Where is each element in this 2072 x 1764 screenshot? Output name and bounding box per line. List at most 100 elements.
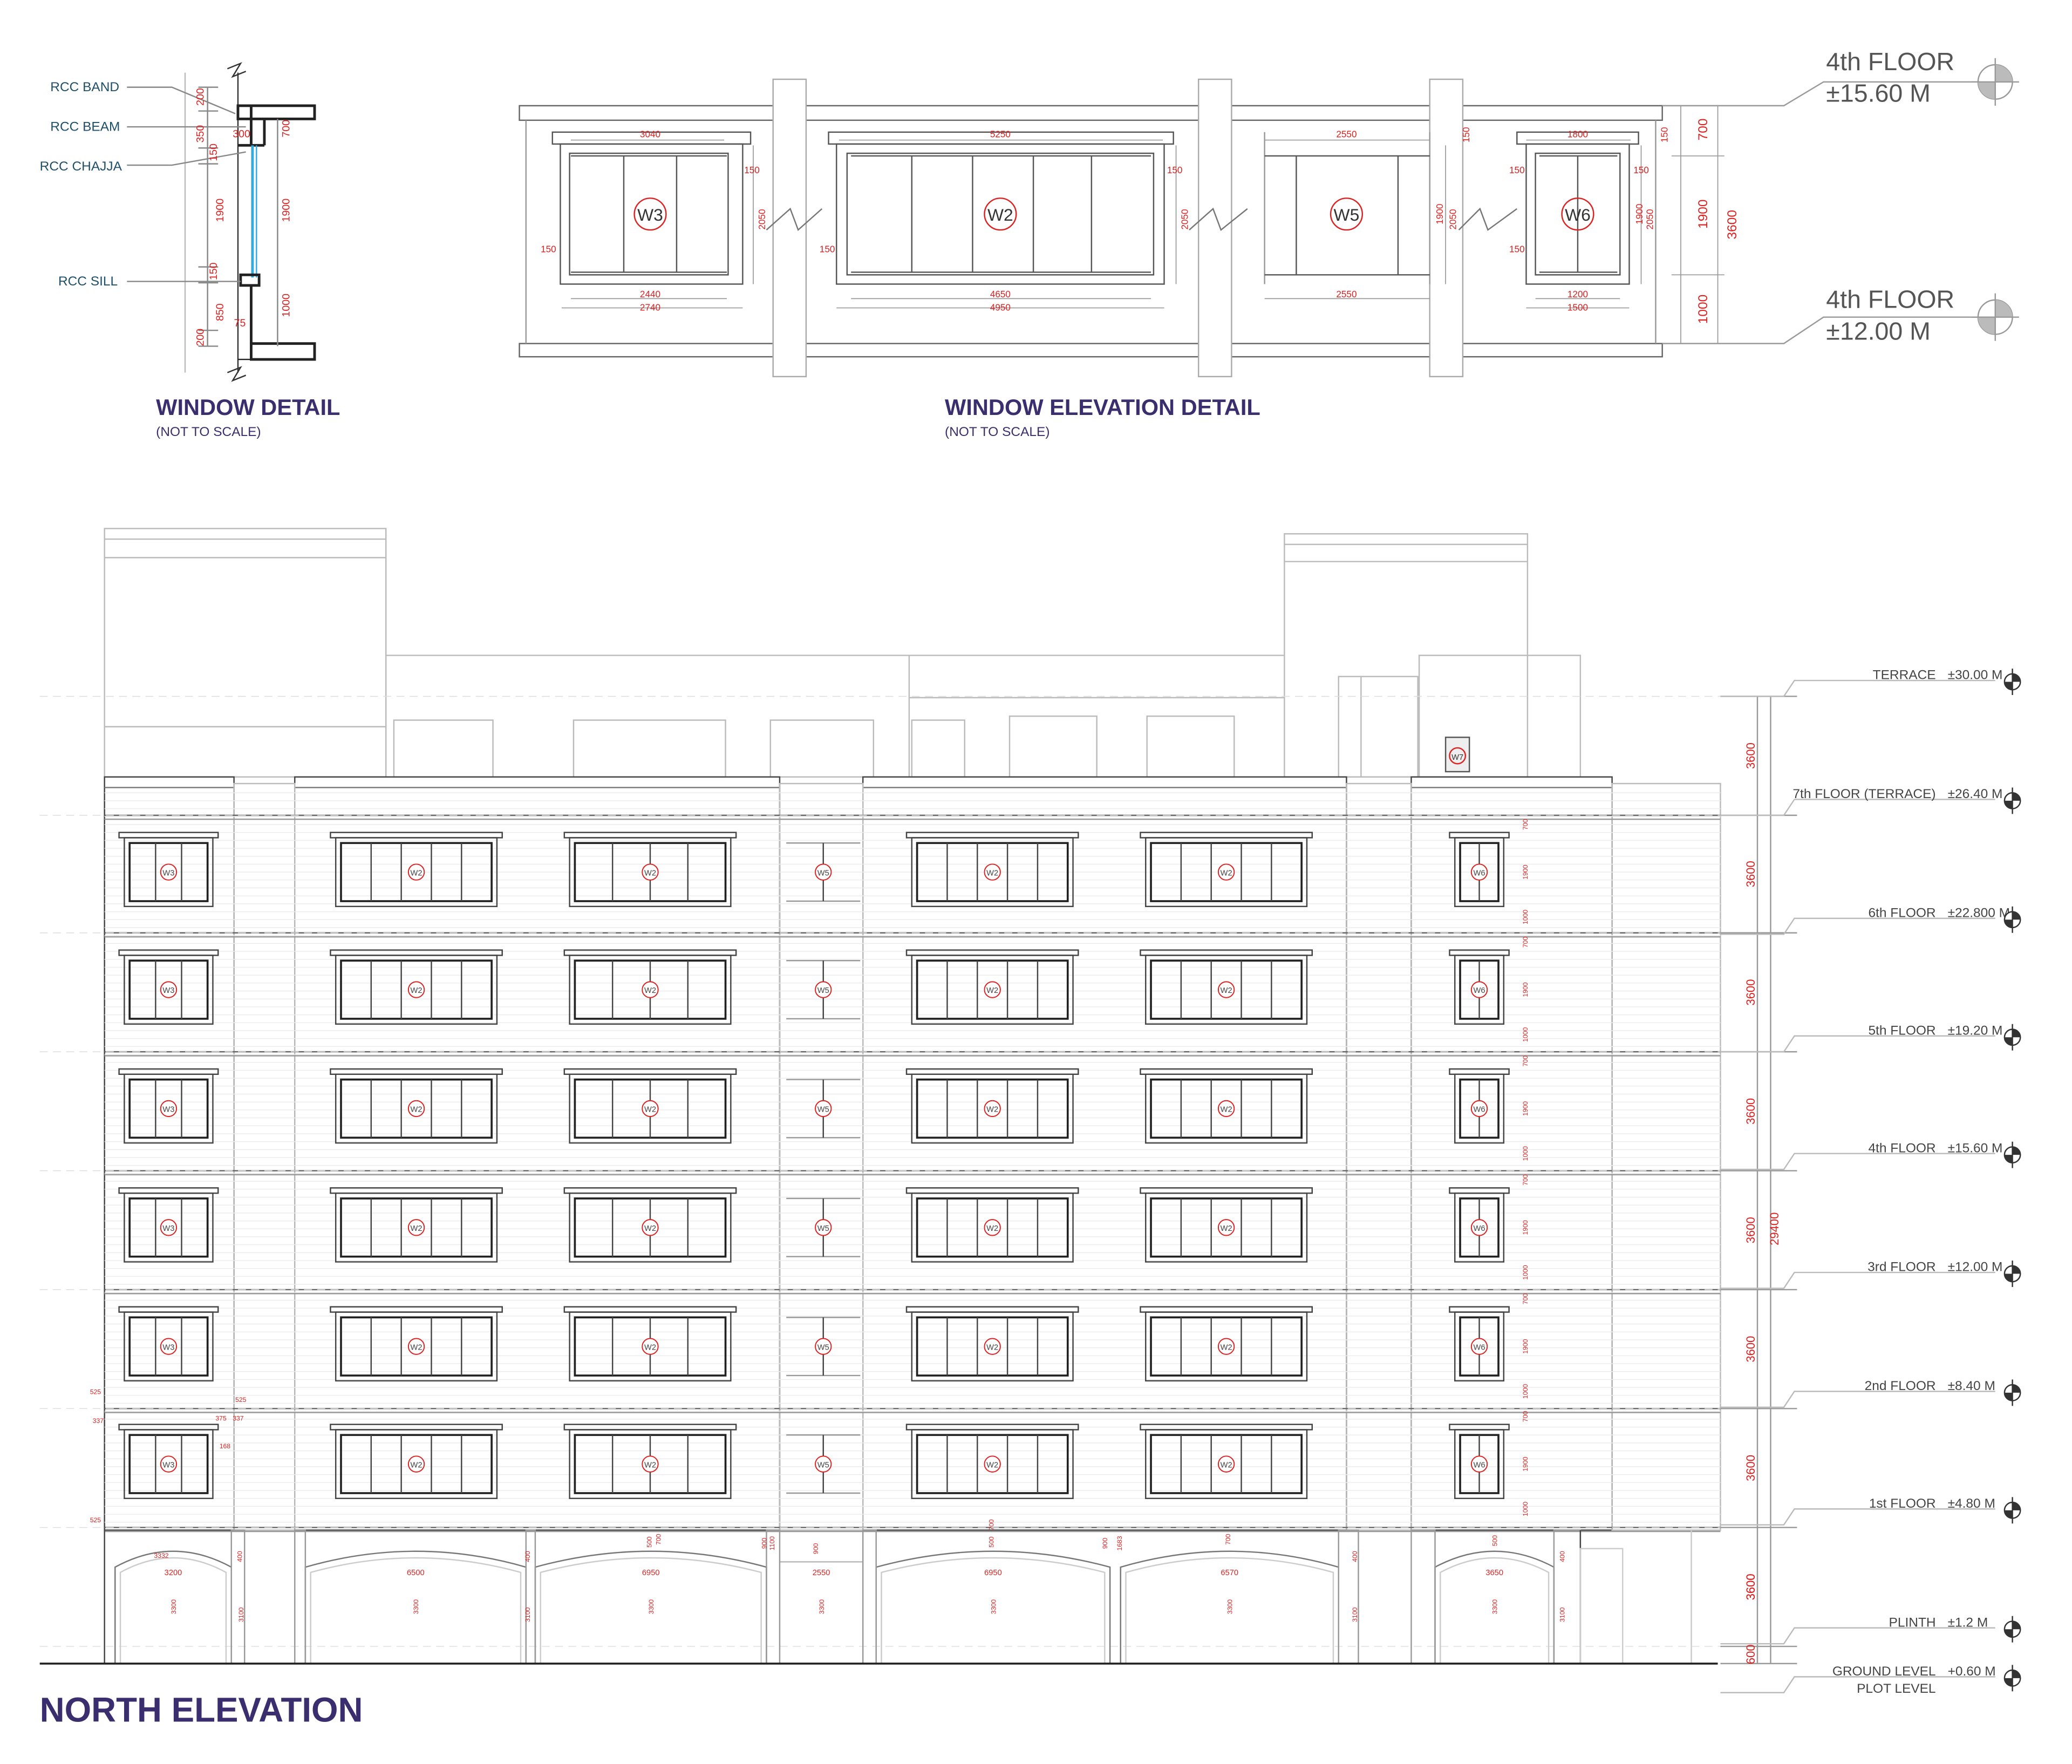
dim-label: 3100 bbox=[524, 1607, 531, 1622]
window-unit: W2 bbox=[330, 832, 503, 908]
level-label: TERRACE±30.00 M bbox=[1720, 668, 2021, 697]
window-tag: W2 bbox=[986, 1224, 998, 1233]
dim-label: 2050 bbox=[1180, 209, 1190, 229]
window-tag: W2 bbox=[1221, 986, 1232, 995]
dim-label: 1900 bbox=[1522, 1456, 1529, 1471]
label-rcc-band: RCC BAND bbox=[50, 80, 119, 94]
dim-label: 150 bbox=[1659, 127, 1669, 142]
level-label: 6th FLOOR ±22.800 M bbox=[1720, 905, 2021, 935]
dim-label: 3300 bbox=[1491, 1599, 1499, 1614]
window-tag-circle bbox=[815, 981, 832, 998]
dim-label: 700 bbox=[655, 1534, 663, 1545]
dim-label: 1000 bbox=[1522, 1384, 1529, 1399]
window-tag: W3 bbox=[162, 1106, 174, 1114]
level-value: ±15.60 M bbox=[1826, 79, 1931, 107]
window-tag: W2 bbox=[1221, 869, 1232, 877]
window-unit: W2 bbox=[330, 1068, 503, 1144]
window-tag-circle bbox=[984, 863, 1001, 881]
dim-label: 2050 bbox=[1645, 209, 1655, 229]
window-tag: W6 bbox=[1474, 986, 1485, 995]
dim-label: 2550 bbox=[1336, 129, 1357, 140]
window-tag: W2 bbox=[644, 1343, 656, 1352]
dim-label: 3332 bbox=[154, 1552, 168, 1559]
window-tag: W3 bbox=[162, 986, 174, 995]
dim-label: 500 bbox=[988, 1536, 996, 1548]
window-tag-circle bbox=[160, 863, 178, 881]
window-tag: W2 bbox=[411, 1224, 422, 1233]
level-value: ±12.00 M bbox=[1948, 1260, 2003, 1275]
window-tag: W6 bbox=[1474, 869, 1485, 877]
dim-label: 6950 bbox=[642, 1569, 660, 1577]
dim-label: 3600 bbox=[1744, 1574, 1757, 1600]
dim-label: 700 bbox=[1696, 119, 1710, 141]
dim-label: 850 bbox=[214, 303, 226, 321]
window-unit: W2 bbox=[563, 1187, 737, 1263]
dim-label: 3100 bbox=[237, 1607, 245, 1622]
rooftop-structures bbox=[104, 528, 1582, 778]
window-unit: W2 bbox=[563, 1306, 737, 1382]
level-label: 7th FLOOR (TERRACE)±26.40 M bbox=[1720, 787, 2021, 816]
window-unit: W2 bbox=[563, 949, 737, 1025]
window-tag: W2 bbox=[644, 869, 656, 877]
window-tag-circle bbox=[1217, 981, 1235, 998]
ground-column bbox=[294, 1529, 306, 1665]
window-tag-circle bbox=[984, 1455, 1001, 1473]
level-datum-icon bbox=[2003, 669, 2021, 696]
dim-label: 3600 bbox=[1744, 1574, 1757, 1600]
window-tag-circle bbox=[642, 1219, 659, 1236]
dim-label: 2740 bbox=[640, 302, 660, 312]
window-tag: W2 bbox=[411, 1461, 422, 1469]
ground-column bbox=[525, 1529, 536, 1665]
ground-column bbox=[230, 1529, 246, 1665]
level-label: 3rd FLOOR±12.00 M bbox=[1720, 1260, 2021, 1289]
window-tag-circle bbox=[160, 1455, 178, 1473]
window-unit: W3 bbox=[118, 832, 219, 908]
window-tag-circle bbox=[1217, 863, 1235, 881]
dim-label: 337 bbox=[233, 1414, 244, 1422]
level-value: ±22.800 M bbox=[1948, 905, 2010, 920]
level-datum-icon bbox=[2003, 1616, 2021, 1643]
level-name: PLINTH bbox=[1889, 1615, 1936, 1630]
window-tag-circle bbox=[1217, 1100, 1235, 1118]
window-unit: W3 bbox=[118, 1306, 219, 1382]
level-name: 1st FLOOR bbox=[1869, 1496, 1936, 1511]
dim-label: 3100 bbox=[1558, 1607, 1566, 1622]
dim-label: 525 bbox=[235, 1396, 247, 1404]
window-tag: W2 bbox=[986, 869, 998, 877]
window-tag: W5 bbox=[817, 1224, 829, 1233]
window-tag: W2 bbox=[644, 1461, 656, 1469]
level-datum-icon bbox=[1971, 293, 2019, 341]
window-unit: W5 bbox=[786, 1197, 861, 1257]
dim-label: 3600 bbox=[1744, 743, 1757, 769]
window-tag-circle bbox=[407, 863, 425, 881]
level-value: ±15.60 M bbox=[1948, 1141, 2003, 1155]
level-label: 5th FLOOR±19.20 M bbox=[1720, 1023, 2021, 1053]
dim-label: 700 bbox=[1522, 1055, 1529, 1067]
window-tag-circle bbox=[642, 1455, 659, 1473]
level-name: 4th FLOOR bbox=[1826, 47, 1954, 76]
window-tag-circle bbox=[407, 1338, 425, 1355]
recessed-bay bbox=[779, 782, 864, 1531]
window-tag: W2 bbox=[1221, 1106, 1232, 1114]
window-tag-circle bbox=[642, 863, 659, 881]
window-tag: W5 bbox=[817, 1106, 829, 1114]
level-name: 6th FLOOR bbox=[1868, 905, 1935, 920]
window-unit: W2 bbox=[1140, 832, 1313, 908]
dim-label: 2440 bbox=[640, 289, 660, 299]
window-unit: W2 bbox=[905, 949, 1079, 1025]
window-tag-w2: W2 bbox=[987, 205, 1013, 224]
recessed-bay bbox=[233, 782, 296, 1531]
level-datum-icon bbox=[2003, 1497, 2021, 1524]
label-rcc-sill: RCC SILL bbox=[58, 274, 118, 289]
dim-label: 3600 bbox=[1744, 1455, 1757, 1481]
window-tag-circle bbox=[160, 1219, 178, 1236]
level-value: ±1.2 M bbox=[1948, 1615, 1988, 1630]
dim-label: 900 bbox=[1101, 1538, 1109, 1549]
dim-label: 1000 bbox=[1696, 295, 1710, 324]
dim-label: 3650 bbox=[1485, 1569, 1503, 1577]
window-elevation-subtitle: (NOT TO SCALE) bbox=[945, 425, 1049, 439]
dim-label: 1000 bbox=[1522, 1146, 1529, 1161]
